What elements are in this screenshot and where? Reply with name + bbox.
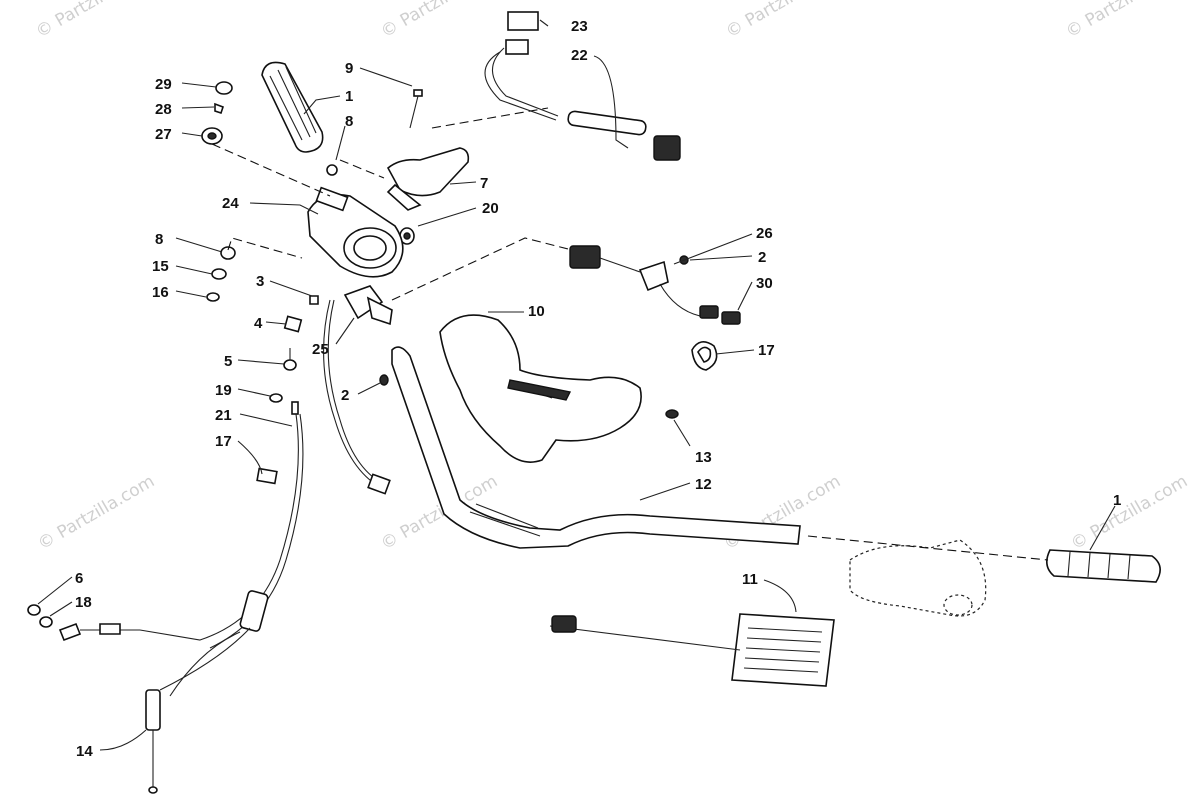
part-throttle-lever xyxy=(386,147,470,211)
callout-20: 20 xyxy=(482,200,499,217)
part-right-control-ghost xyxy=(849,539,987,617)
part-bolt xyxy=(409,89,423,129)
part-handlebar xyxy=(391,346,801,549)
callout-3: 3 xyxy=(256,273,264,290)
callout-9: 9 xyxy=(345,60,353,77)
part-grip-left xyxy=(261,61,324,153)
callout-8: 8 xyxy=(345,113,353,130)
callout-27: 27 xyxy=(155,126,172,143)
part-screw-5 xyxy=(283,348,297,371)
callout-2: 2 xyxy=(758,249,766,266)
part-cable-ends xyxy=(27,604,140,642)
callout-1: 1 xyxy=(1113,492,1121,509)
callout-11: 11 xyxy=(742,571,758,588)
part-switch xyxy=(323,285,393,495)
callout-7: 7 xyxy=(480,175,488,192)
watermark: © Partzilla.com xyxy=(33,0,157,42)
callout-19: 19 xyxy=(215,382,232,399)
watermark: © Partzilla.com xyxy=(378,0,502,42)
callout-8: 8 xyxy=(155,231,163,248)
callout-5: 5 xyxy=(224,353,232,370)
callout-16: 16 xyxy=(152,284,169,301)
watermark: © Partzilla.com xyxy=(1068,471,1192,554)
callout-12: 12 xyxy=(695,476,712,493)
callout-6: 6 xyxy=(75,570,83,587)
callout-21: 21 xyxy=(215,407,232,424)
part-bushing xyxy=(201,127,223,145)
callout-24: 24 xyxy=(222,195,239,212)
callout-15: 15 xyxy=(152,258,169,275)
callout-22: 22 xyxy=(571,47,588,64)
callout-25: 25 xyxy=(312,341,329,358)
callout-labels: 29 28 27 1 9 8 23 22 7 24 20 8 15 16 3 2… xyxy=(75,18,1121,760)
callout-28: 28 xyxy=(155,101,172,118)
part-screw-13 xyxy=(665,409,679,419)
part-cap xyxy=(215,81,233,95)
part-handlebar-pad xyxy=(439,314,642,463)
part-cable-assembly xyxy=(139,393,304,697)
part-heater-harness xyxy=(484,11,681,161)
part-heater-element xyxy=(549,613,835,687)
part-clip-4 xyxy=(283,315,303,333)
callout-10: 10 xyxy=(528,303,545,320)
part-screw-3 xyxy=(309,295,319,305)
part-cable-adjuster xyxy=(145,689,161,794)
callout-14: 14 xyxy=(76,743,93,760)
part-grip-right xyxy=(1046,549,1161,583)
watermark: © Partzilla.com xyxy=(35,471,159,554)
assembly-dash-lines xyxy=(211,107,1049,561)
part-screw-small xyxy=(214,102,225,115)
callout-13: 13 xyxy=(695,449,712,466)
part-screw-2b xyxy=(379,374,389,386)
callout-2: 2 xyxy=(341,387,349,404)
callout-29: 29 xyxy=(155,76,172,93)
part-connector-harness xyxy=(569,245,741,325)
callout-4: 4 xyxy=(254,315,263,332)
callout-23: 23 xyxy=(571,18,588,35)
watermark: © Partzilla.com xyxy=(1063,0,1187,42)
callout-17: 17 xyxy=(215,433,232,450)
callout-30: 30 xyxy=(756,275,773,292)
callout-1: 1 xyxy=(345,88,353,105)
leader-lines xyxy=(37,19,1116,751)
callout-26: 26 xyxy=(756,225,773,242)
callout-18: 18 xyxy=(75,594,92,611)
callout-17: 17 xyxy=(758,342,775,359)
part-throttle-housing xyxy=(307,186,404,278)
watermark: © Partzilla.com xyxy=(723,0,847,42)
part-clamp xyxy=(691,341,718,371)
